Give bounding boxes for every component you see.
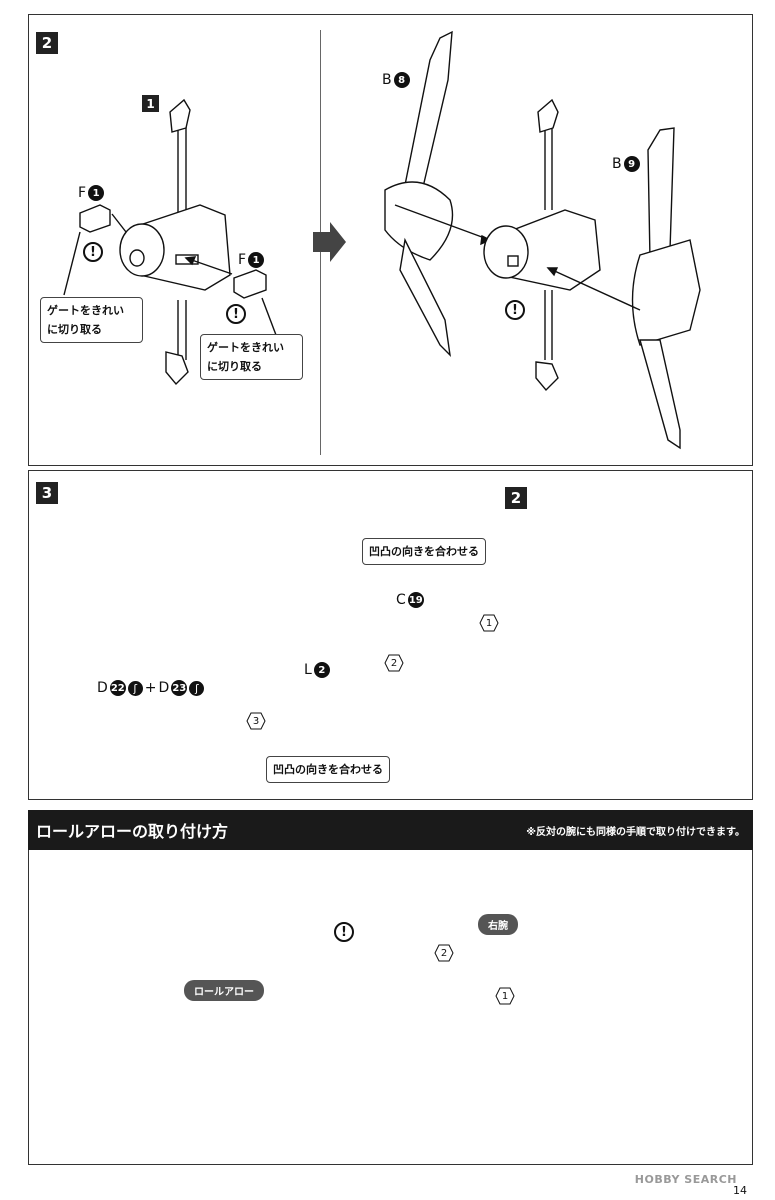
part-number-badge: 22 [109,680,126,696]
caution-icon: ! [334,922,354,942]
step2-sub-badge: 1 [142,95,159,112]
install-order-step-1: 1 [495,987,515,1005]
part-number-badge: 19 [407,592,424,608]
order-step-3: 3 [246,712,266,730]
alignment-note-top: 凹凸の向きを合わせる [362,538,486,565]
gate-cut-note-right: ゲートをきれい に切り取る [200,334,303,380]
glue-icon: ʃ [127,680,143,696]
part-number-badge: 9 [623,156,640,172]
step3-badge: 3 [36,482,58,504]
part-number-badge: 8 [393,72,410,88]
alignment-note-bottom: 凹凸の向きを合わせる [266,756,390,783]
right-arm-label: 右腕 [478,914,518,935]
part-number-badge: 1 [88,185,105,201]
install-panel [28,850,753,1165]
page-number: 14 [733,1184,747,1197]
roll-arrow-label: ロールアロー [184,980,264,1001]
caution-icon: ! [505,300,525,320]
glue-icon: ʃ [189,680,205,696]
step3-ref-badge: 2 [505,487,527,509]
install-note: ※反対の腕にも同様の手順で取り付けできます。 [526,827,745,838]
order-step-2: 2 [384,654,404,672]
caution-icon: ! [83,242,103,262]
order-step-1: 1 [479,614,499,632]
part-number-badge: 1 [248,252,265,268]
install-header-bar [28,810,753,850]
install-title: ロールアローの取り付け方 [36,822,229,841]
install-order-step-2: 2 [434,944,454,962]
caution-icon: ! [226,304,246,324]
step2-badge: 2 [36,32,58,54]
part-number-badge: 23 [171,680,188,696]
part-number-badge: 2 [313,662,330,678]
watermark: HOBBY SEARCH [634,1173,737,1186]
step3-panel [28,470,753,800]
gate-cut-note-left: ゲートをきれい に切り取る [40,297,143,343]
